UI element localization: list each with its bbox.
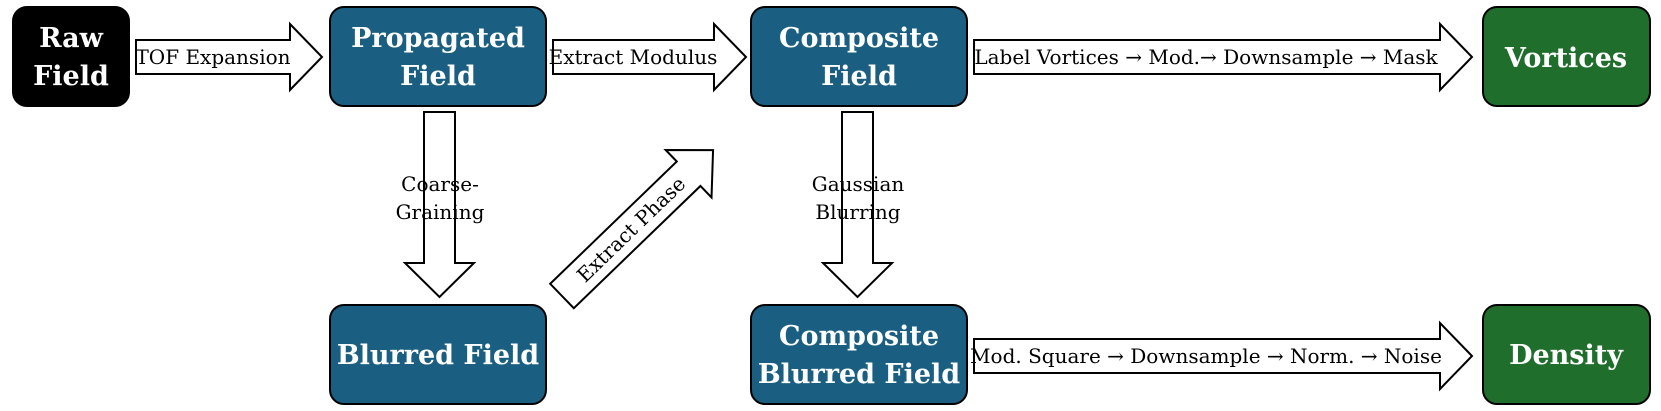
node-raw-field: Raw Field (12, 6, 130, 107)
node-composite-blurred-field-line2: Blurred Field (758, 359, 960, 390)
arrow-tof-expansion-shape (135, 21, 324, 93)
arrow-extract-modulus: Extract Modulus (549, 21, 748, 93)
arrow-gaussian-blurring-shape (820, 111, 895, 299)
arrow-extract-modulus-label: Extract Modulus (549, 45, 718, 69)
arrow-gaussian-blurring: Gaussian Blurring (812, 111, 905, 299)
arrow-label-vortices: Label Vortices → Mod.→ Downsample → Mask (973, 21, 1474, 93)
node-propagated-field: Propagated Field (329, 6, 547, 107)
node-composite-field-line1: Composite (779, 23, 939, 54)
node-composite-blurred-field-box (750, 304, 968, 405)
arrow-label-vortices-shape (973, 21, 1474, 93)
node-vortices-line1: Vortices (1504, 43, 1627, 74)
arrow-extract-phase: Extract Phase (548, 148, 715, 310)
arrow-label-vortices-label: Label Vortices → Mod.→ Downsample → Mask (974, 45, 1438, 69)
arrow-gaussian-blurring-label-line2: Blurring (815, 200, 900, 224)
arrow-coarse-graining-label-line2: Graining (396, 200, 485, 224)
node-raw-field-line2: Field (33, 61, 109, 92)
node-raw-field-box (12, 6, 130, 107)
node-blurred-field-line1: Blurred Field (337, 340, 539, 371)
arrow-gaussian-blurring-label-line1: Gaussian (812, 172, 905, 196)
arrow-coarse-graining-shape (402, 111, 477, 299)
node-composite-field: Composite Field (750, 6, 968, 107)
node-density-box (1482, 304, 1651, 405)
arrow-tof-expansion: TOF Expansion (135, 21, 324, 93)
node-vortices-box (1482, 6, 1651, 107)
node-vortices: Vortices (1482, 6, 1651, 107)
node-propagated-field-box (329, 6, 547, 107)
node-composite-blurred-field-line1: Composite (779, 321, 939, 352)
arrow-mod-square: Mod. Square → Downsample → Norm. → Noise (970, 320, 1474, 392)
node-blurred-field: Blurred Field (329, 304, 547, 405)
node-raw-field-line1: Raw (39, 23, 104, 54)
node-blurred-field-box (329, 304, 547, 405)
node-density: Density (1482, 304, 1651, 405)
arrow-coarse-graining-label-line1: Coarse- (401, 172, 479, 196)
arrow-mod-square-label: Mod. Square → Downsample → Norm. → Noise (970, 344, 1442, 368)
arrow-mod-square-shape (973, 320, 1474, 392)
node-density-line1: Density (1509, 340, 1624, 371)
arrow-tof-expansion-label: TOF Expansion (135, 45, 290, 69)
node-composite-blurred-field: Composite Blurred Field (750, 304, 968, 405)
arrow-extract-modulus-shape (552, 21, 748, 93)
node-propagated-field-line1: Propagated (351, 23, 525, 54)
arrow-coarse-graining: Coarse- Graining (396, 111, 485, 299)
node-propagated-field-line2: Field (400, 61, 476, 92)
arrow-extract-phase-shape (548, 148, 715, 310)
node-composite-field-box (750, 6, 968, 107)
arrow-extract-phase-label: Extract Phase (572, 172, 690, 287)
node-composite-field-line2: Field (821, 61, 897, 92)
